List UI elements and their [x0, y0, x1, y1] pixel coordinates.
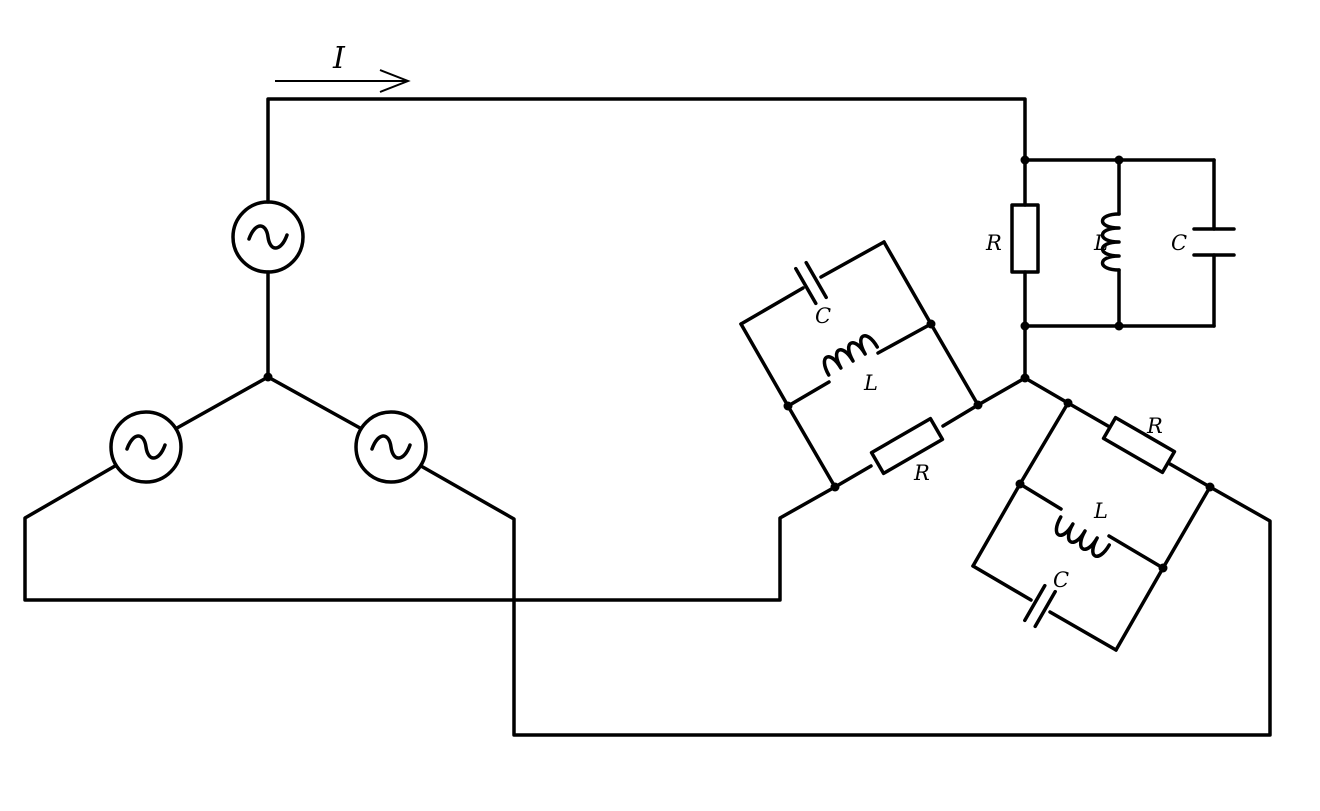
resistor-icon [869, 416, 945, 476]
inductor-icon [1100, 212, 1121, 272]
ac-source-icon [354, 410, 428, 484]
inductor-icon [1054, 515, 1111, 558]
current-label: I [332, 41, 346, 76]
current-arrow [275, 69, 411, 93]
label-R-right: R [1146, 414, 1163, 438]
capacitor-icon [794, 260, 828, 306]
label-L-right: L [1093, 499, 1108, 523]
label-C-left: C [815, 304, 831, 328]
load-left [739, 240, 983, 492]
inductor-icon [822, 334, 879, 377]
ac-source-icon [109, 410, 183, 484]
generator-star [23, 97, 1272, 737]
capacitor-icon [1023, 583, 1057, 629]
load-star [976, 324, 1070, 407]
generator-neutral-node [263, 372, 273, 382]
load-top [1010, 155, 1236, 331]
label-L-top: L [1093, 231, 1108, 255]
label-R-top: R [985, 231, 1002, 255]
resistor-icon [1010, 203, 1040, 274]
label-R-left: R [913, 461, 930, 485]
label-L-left: L [863, 371, 878, 395]
label-C-top: C [1171, 231, 1187, 255]
ac-source-icon [231, 200, 305, 274]
load-neutral-node [1020, 373, 1030, 383]
resistor-icon [1101, 415, 1177, 475]
load-right [971, 398, 1215, 652]
label-C-right: C [1053, 568, 1069, 592]
